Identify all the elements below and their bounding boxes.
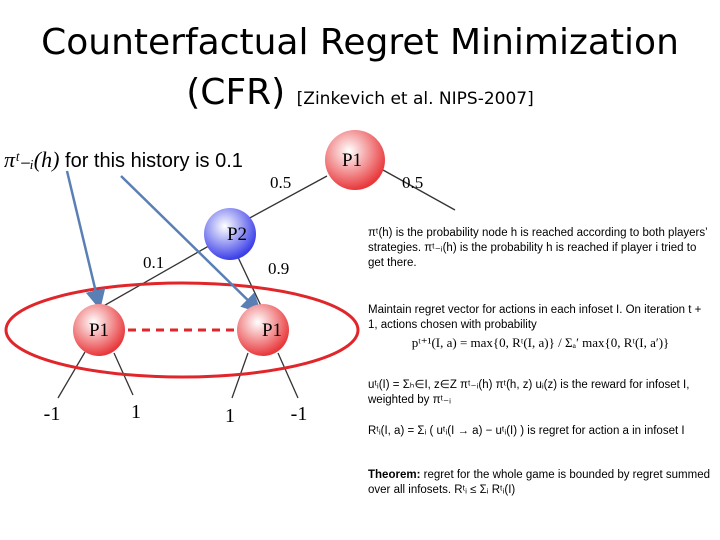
edge-p1left-leaf1: [57, 351, 86, 399]
edge-p1right-leaf4: [277, 352, 299, 399]
annotation-arrow-left: [65, 170, 106, 310]
title-line1: Counterfactual Regret Minimization: [41, 22, 679, 63]
probability-annotation: πᵗ₋ᵢ(h) for this history is 0.1: [4, 147, 243, 173]
root-node-label: P1: [342, 150, 362, 171]
annotation-text: for this history is 0.1: [65, 150, 243, 172]
p1-right-node: [237, 304, 289, 356]
edge-p2-p1left: [99, 242, 215, 309]
p1-right-node-label: P1: [262, 320, 282, 341]
theorem-paragraph: Theorem: regret for the whole game is bo…: [368, 468, 713, 498]
p2-node: [204, 208, 256, 260]
utility-paragraph: uᵗᵢ(I) = Σₕ∈I, z∈Z πᵗ₋ᵢ(h) πᵗ(h, z) uᵢ(z…: [368, 378, 713, 408]
regret-text: Rᵗᵢ(I, a) = Σᵢ ( uᵗᵢ(I → a) − uᵗᵢ(I) ) i…: [368, 425, 685, 437]
edge-root-right: [382, 169, 456, 211]
theorem-text: regret for the whole game is bounded by …: [368, 469, 710, 496]
annotation-symbol: πᵗ₋ᵢ(h): [4, 147, 60, 172]
regret-matching-formula: pᵗ⁺¹(I, a) = max{0, Rᵗ(I, a)} / Σₐ′ max{…: [411, 335, 670, 350]
leaf-payoff-1: -1: [44, 403, 61, 425]
edge-label-root-right: 0.5: [402, 173, 423, 192]
root-p1-node: [325, 130, 385, 190]
edge-label-root-left: 0.5: [270, 173, 291, 192]
annotation-arrow-right: [120, 175, 262, 314]
slide-title-line2: (CFR) [Zinkevich et al. NIPS-2007]: [0, 72, 720, 113]
edge-root-p2: [245, 175, 328, 221]
leaf-payoff-2: 1: [131, 401, 141, 423]
title-acronym: (CFR): [186, 72, 286, 113]
definition-paragraph: πᵗ(h) is the probability node h is reach…: [368, 226, 713, 271]
title-citation: [Zinkevich et al. NIPS-2007]: [296, 89, 534, 109]
tree-edges: [57, 169, 456, 399]
theorem-label: Theorem:: [368, 469, 421, 481]
edge-label-p2-left: 0.1: [143, 253, 164, 272]
edge-label-p2-right: 0.9: [268, 259, 289, 278]
utility-text: uᵗᵢ(I) = Σₕ∈I, z∈Z πᵗ₋ᵢ(h) πᵗ(h, z) uᵢ(z…: [368, 379, 690, 406]
slide-title: Counterfactual Regret Minimization: [0, 22, 720, 63]
leaf-payoff-3: 1: [225, 405, 235, 427]
regret-matching-text: Maintain regret vector for actions in ea…: [368, 304, 702, 331]
leaf-payoff-4: -1: [291, 403, 308, 425]
regret-paragraph: Rᵗᵢ(I, a) = Σᵢ ( uᵗᵢ(I → a) − uᵗᵢ(I) ) i…: [368, 424, 713, 439]
p2-node-label: P2: [227, 224, 247, 245]
regret-matching-paragraph: Maintain regret vector for actions in ea…: [368, 303, 713, 352]
definition-text: πᵗ(h) is the probability node h is reach…: [368, 227, 708, 269]
infoset-ellipse: [4, 281, 360, 379]
p1-left-node: [73, 304, 125, 356]
p1-left-node-label: P1: [89, 320, 109, 341]
